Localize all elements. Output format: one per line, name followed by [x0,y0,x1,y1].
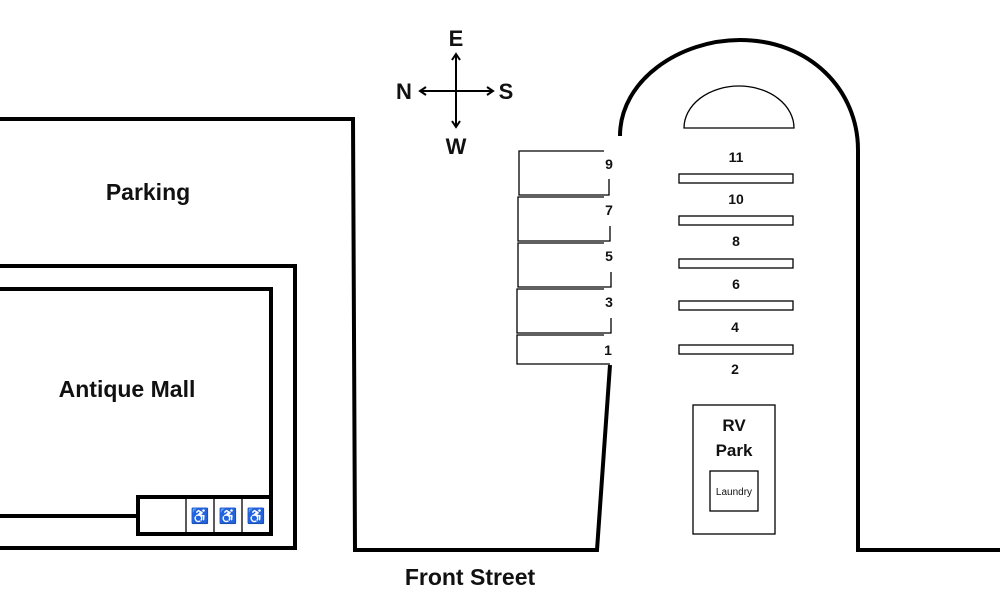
site-number: 6 [732,276,740,292]
site-number: 1 [604,342,612,358]
site-5-pad [517,242,612,288]
wheelchair-icon: ♿ [191,507,210,525]
compass-north: N [396,79,412,104]
antique-mall-inner-wall [0,287,273,497]
site-number: 2 [731,361,739,377]
laundry-label: Laundry [716,487,752,498]
site-number: 11 [729,149,744,165]
site-3-pad [516,288,612,334]
site-number: 3 [605,294,613,310]
site-9-pad [518,150,610,196]
antique-mall-outer-wall [0,264,297,550]
compass-east: E [449,26,464,51]
compass-west: W [446,134,467,159]
site-7-pad [517,196,611,242]
site-divider [678,173,794,184]
compass-rose [418,52,495,129]
site-divider [678,215,794,226]
site-divider [678,258,794,269]
rv-label: RV [722,416,746,435]
site-divider [678,344,794,355]
wheelchair-icon: ♿ [219,507,238,525]
street-label: Front Street [405,564,536,590]
site-1-pad [516,334,610,365]
rv-park-boundary [618,37,1000,552]
site-number: 4 [731,319,739,335]
park-label: Park [716,441,753,460]
site-number: 5 [605,248,613,264]
site-divider [678,300,794,311]
site-number: 10 [728,191,744,207]
antique-mall-label: Antique Mall [59,376,196,402]
pavilion-dome [683,85,795,129]
site-number: 8 [732,233,740,249]
rv-park-office [692,404,776,535]
site-number: 7 [605,202,613,218]
site-number: 9 [605,156,613,172]
wheelchair-icon: ♿ [247,507,266,525]
compass-south: S [499,79,514,104]
laundry-building [709,470,759,512]
parking-lot-boundary [0,117,612,552]
parking-label: Parking [106,179,190,205]
